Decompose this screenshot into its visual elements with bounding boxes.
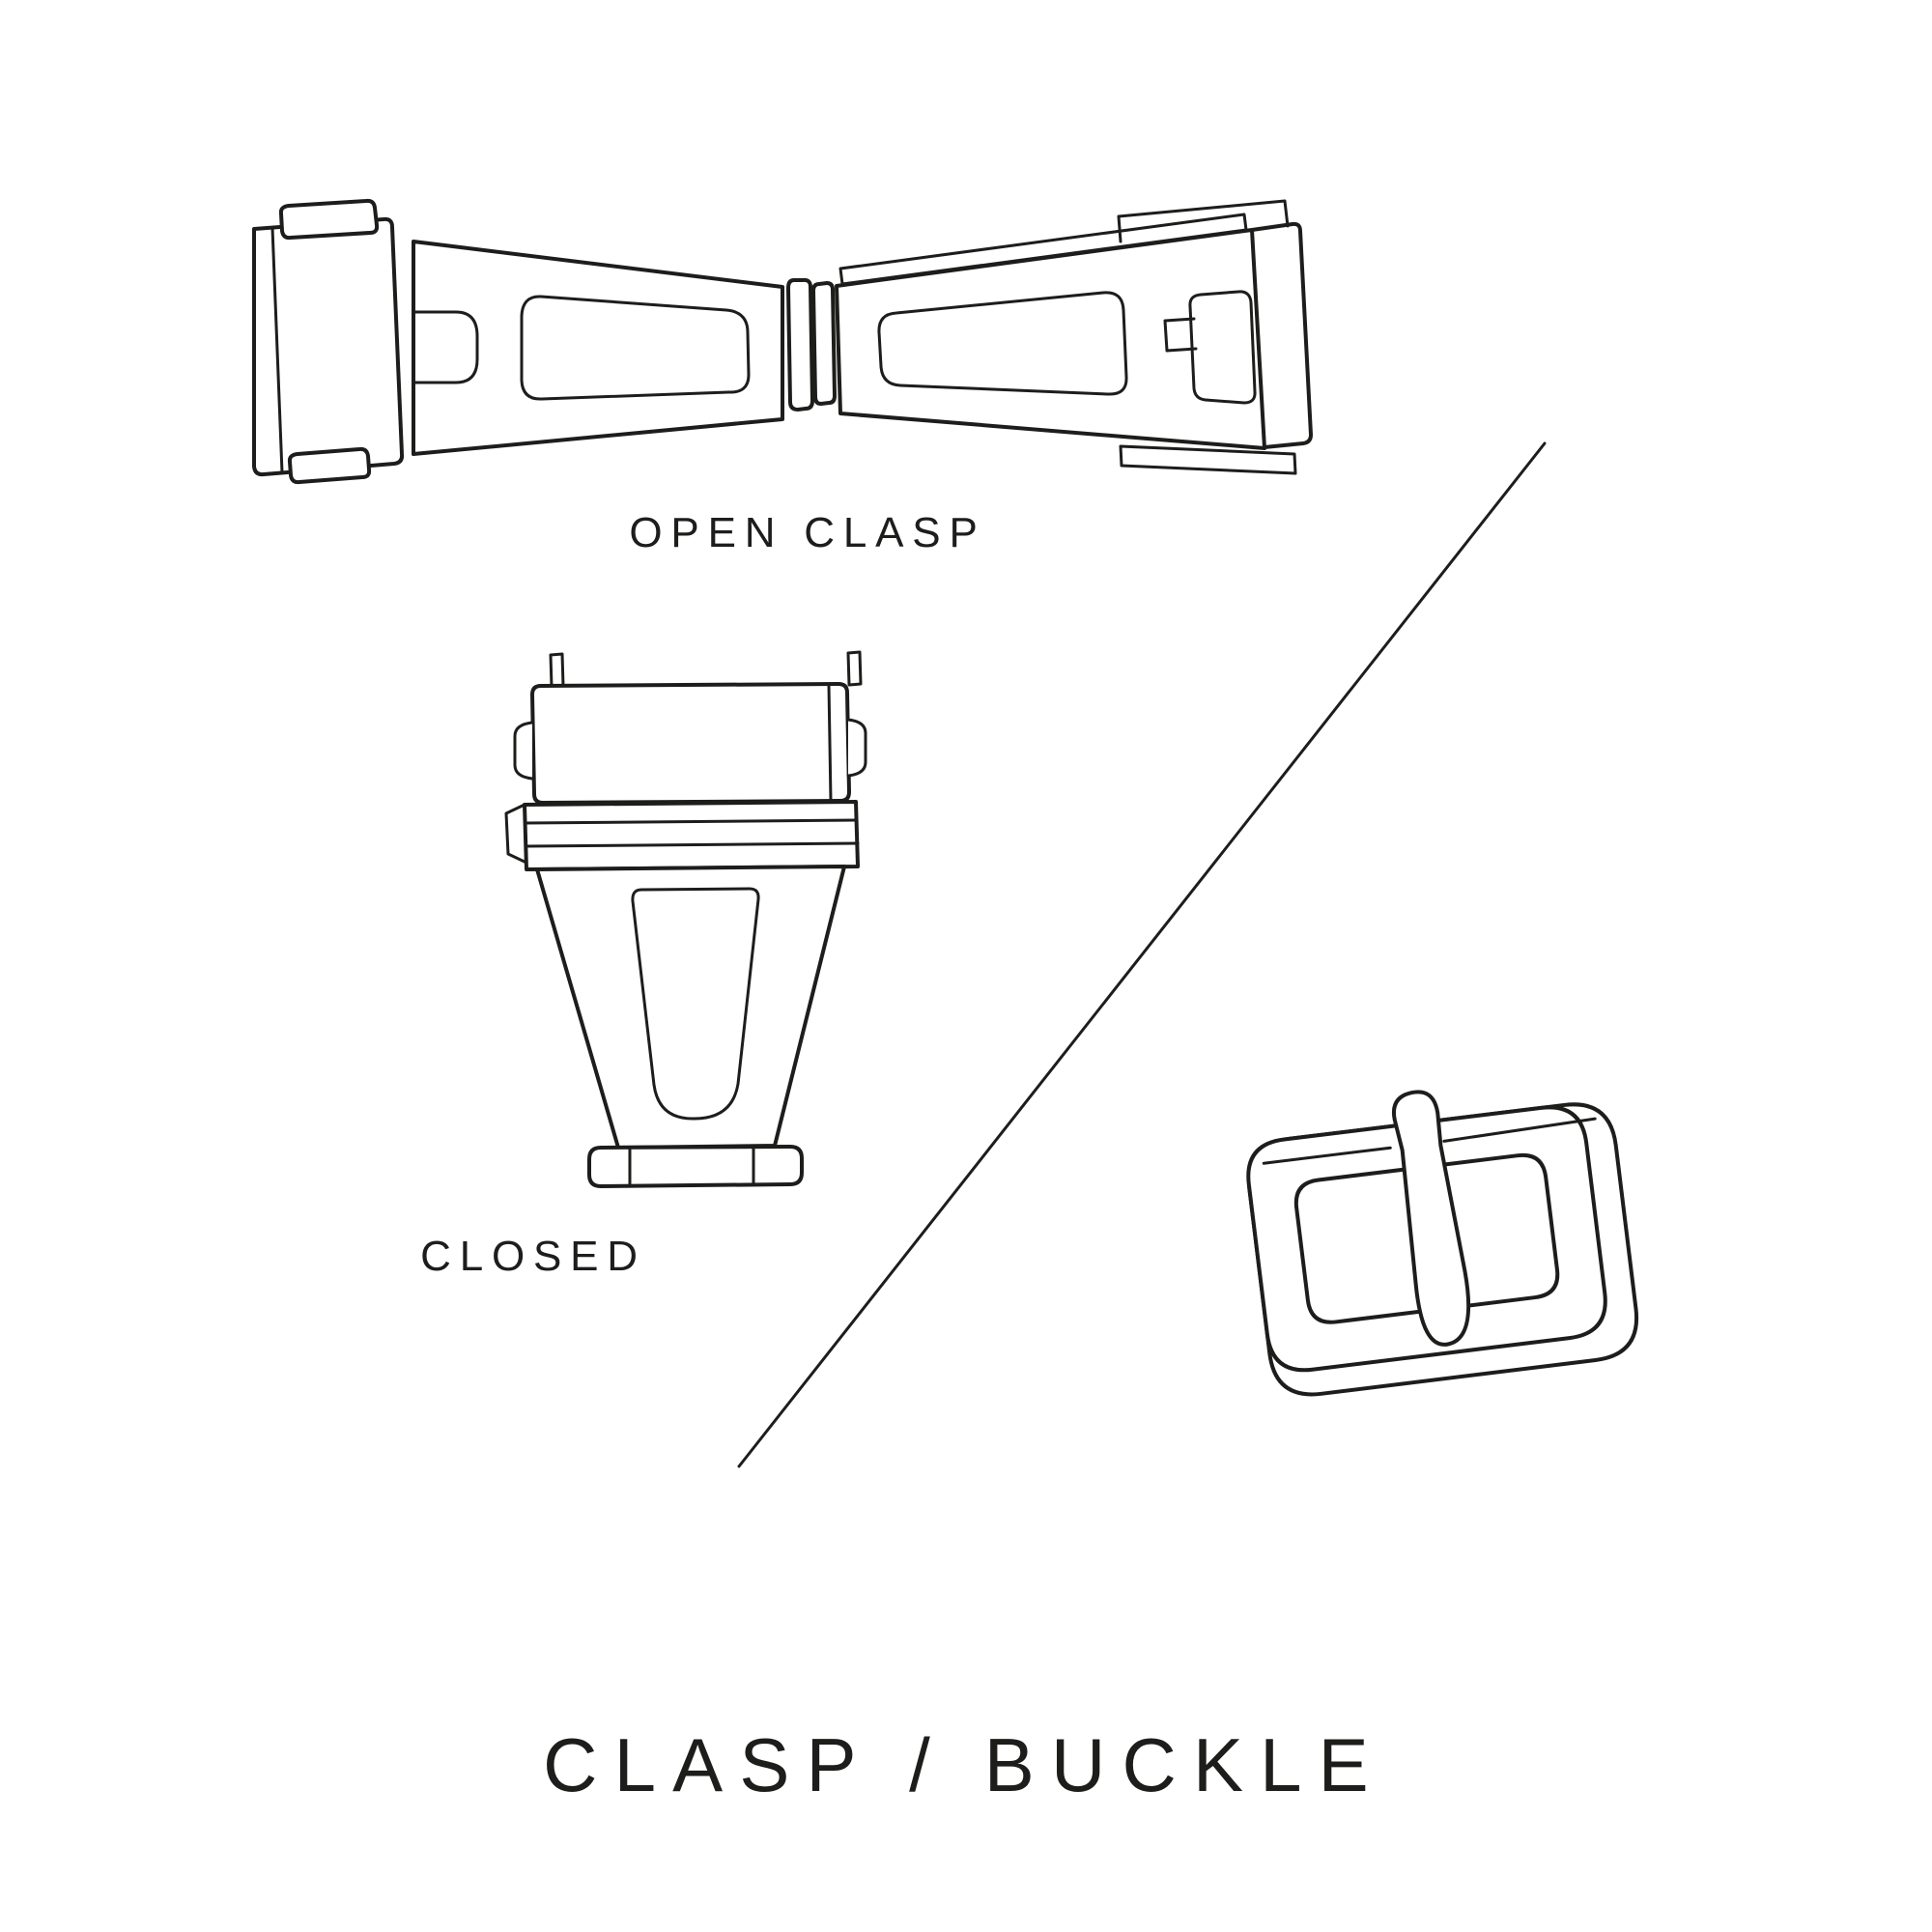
open-clasp-right-blade: [835, 228, 1266, 450]
open-clasp-left-top-tab: [278, 198, 380, 241]
closed-clasp-body: [535, 865, 846, 1150]
open-clasp-left-window: [520, 295, 751, 401]
buckle-spring-bar: [1262, 1146, 1392, 1165]
open-clasp-left-notch: [413, 310, 479, 384]
closed-clasp-slot: [631, 887, 760, 1121]
closed-clasp-right-ear: [846, 718, 867, 778]
closed-label: CLOSED: [420, 1233, 646, 1280]
open-clasp-right-window: [877, 291, 1128, 396]
open-clasp-label: OPEN CLASP: [629, 509, 986, 556]
open-clasp-illustration: [252, 198, 1313, 485]
closed-clasp-band: [523, 800, 860, 871]
open-clasp-left-blade: [412, 240, 784, 456]
buckle-tongue: [1392, 1090, 1471, 1347]
closed-clasp-top-block: [530, 682, 851, 805]
divider-line: [737, 441, 1547, 1468]
closed-clasp-left-ear: [513, 721, 534, 781]
open-clasp-left-bottom-tab: [287, 446, 372, 485]
closed-clasp-illustration: [504, 650, 867, 1188]
open-clasp-right-end: [1250, 221, 1313, 449]
diagram-title: CLASP / BUCKLE: [543, 1722, 1385, 1807]
closed-clasp-base: [587, 1145, 804, 1188]
open-clasp-right-cutout: [1188, 290, 1257, 405]
open-clasp-right-edge-strip: [838, 213, 1248, 286]
open-clasp-left-link: [252, 216, 405, 477]
open-clasp-hinge: [786, 277, 814, 412]
buckle-illustration: [1246, 1090, 1639, 1397]
